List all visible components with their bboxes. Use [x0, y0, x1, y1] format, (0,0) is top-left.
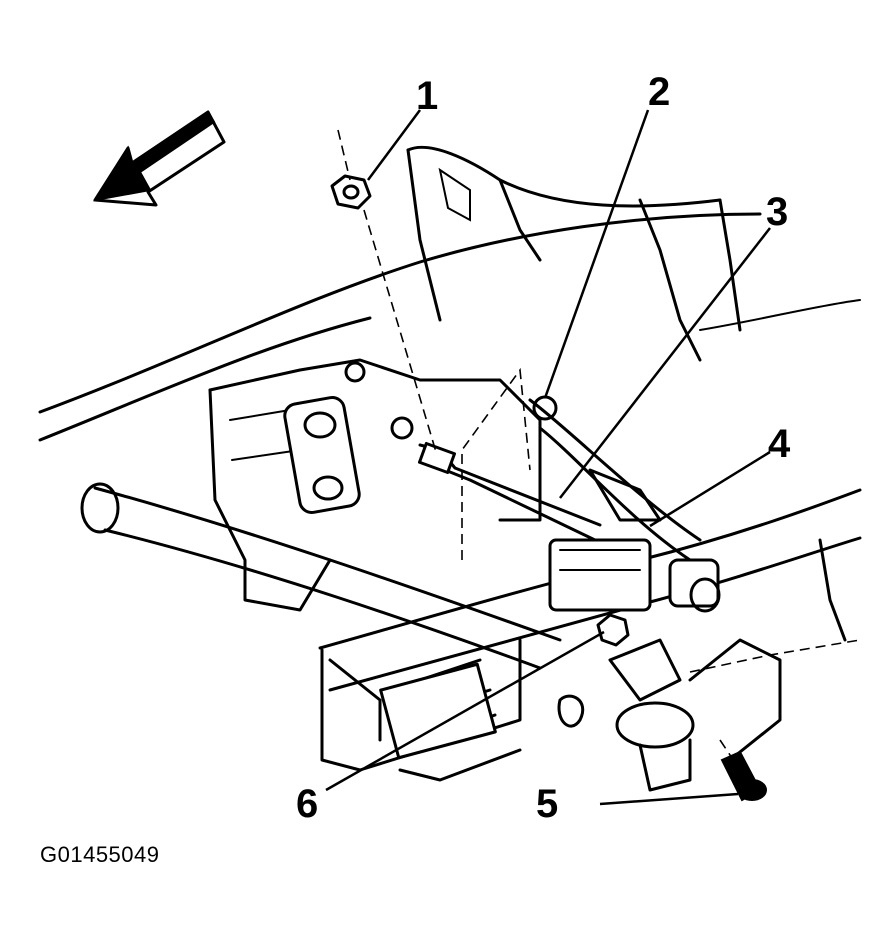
axle-shaft [80, 482, 562, 670]
mounting-bolt [720, 750, 767, 802]
height-sensor [548, 538, 721, 613]
callout-3: 3 [766, 190, 789, 234]
link-nut [330, 174, 372, 210]
callout-2: 2 [648, 70, 671, 114]
lower-bracket [557, 638, 782, 792]
sensor-nut [596, 613, 630, 647]
differential-housing [208, 358, 542, 612]
callout-6: 6 [296, 782, 319, 826]
callout-1: 1 [416, 74, 439, 118]
callout-5: 5 [536, 782, 559, 826]
control-arm [528, 395, 702, 562]
link-rod [417, 441, 602, 542]
spring-mount [320, 638, 522, 782]
callout-leaders [325, 109, 771, 806]
figure-id: G01455049 [40, 842, 160, 867]
sensor-bracket [283, 361, 414, 514]
forward-arrow-icon [92, 110, 226, 207]
frame-crossmember [38, 145, 861, 442]
callout-4: 4 [768, 422, 791, 466]
installation-centerlines [337, 129, 861, 771]
